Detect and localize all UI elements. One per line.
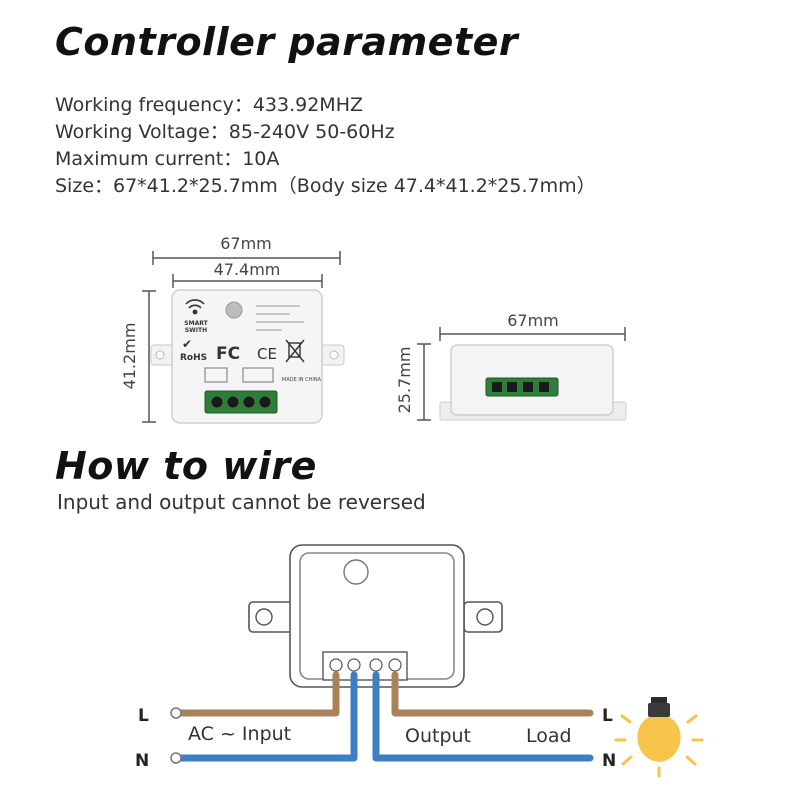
spec-voltage: Working Voltage：85-240V 50-60Hz [55, 121, 395, 143]
output-live-wire [391, 671, 594, 717]
input-neutral-wire [176, 671, 358, 762]
tiny-spec-lines [256, 305, 304, 331]
terminal-block [204, 390, 278, 414]
dim-25mm-label: 25.7mm [395, 347, 414, 414]
wiring-subtitle: Input and output cannot be reversed [57, 490, 426, 514]
device-button [343, 559, 369, 585]
dim-41mm [142, 290, 156, 423]
front-view: 67mm 47.4mm 41.2mm SMART SWITH [120, 234, 345, 424]
brand-line2: SWITH [185, 327, 207, 334]
dim-41mm-label: 41.2mm [120, 323, 139, 390]
fcc-mark: FC [216, 344, 240, 364]
device-left-hole [255, 608, 273, 626]
right-n-label: N [602, 751, 616, 771]
spec-current: Maximum current：10A [55, 148, 280, 170]
check-mark: ✔ [182, 337, 192, 351]
dim-25mm [417, 343, 431, 421]
output-label: Output [405, 725, 471, 747]
ce-mark: CE [257, 345, 277, 363]
spec-size: Size：67*41.2*25.7mm（Body size 47.4*41.2*… [55, 175, 596, 197]
input-l-end [170, 707, 182, 719]
front-body [171, 289, 323, 424]
brand-line1: SMART [184, 320, 208, 327]
dim-side-67mm-label: 67mm [507, 311, 559, 330]
mini-schematic [204, 367, 274, 383]
output-neutral-wire [372, 671, 594, 762]
dim-67mm-label: 67mm [220, 234, 272, 253]
dim-47mm [172, 274, 323, 288]
dim-side-67mm [439, 327, 626, 341]
load-label: Load [526, 725, 572, 747]
spec-frequency: Working frequency：433.92MHZ [55, 94, 364, 116]
input-label: AC ~ Input [188, 723, 291, 745]
right-l-label: L [602, 706, 613, 726]
pair-button [225, 301, 243, 319]
rohs-mark: RoHS [180, 353, 207, 363]
side-view: 67mm 25.7mm [395, 311, 627, 421]
wiring-diagram: L N L N AC ~ Input Output Load [135, 544, 704, 778]
input-live-wire [176, 671, 340, 717]
input-n-end [170, 752, 182, 764]
wifi-icon [185, 299, 205, 315]
dim-67mm-top [152, 251, 341, 265]
left-l-label: L [138, 706, 149, 726]
device-right-hole [476, 608, 494, 626]
controller-parameter-heading: Controller parameter [55, 20, 519, 64]
light-bulb-icon [614, 697, 704, 778]
made-in-label: MADE IN CHINA [282, 377, 322, 383]
dim-47mm-label: 47.4mm [214, 260, 281, 279]
weee-bin-icon [285, 339, 305, 363]
left-n-label: N [135, 751, 149, 771]
how-to-wire-heading: How to wire [55, 444, 317, 488]
